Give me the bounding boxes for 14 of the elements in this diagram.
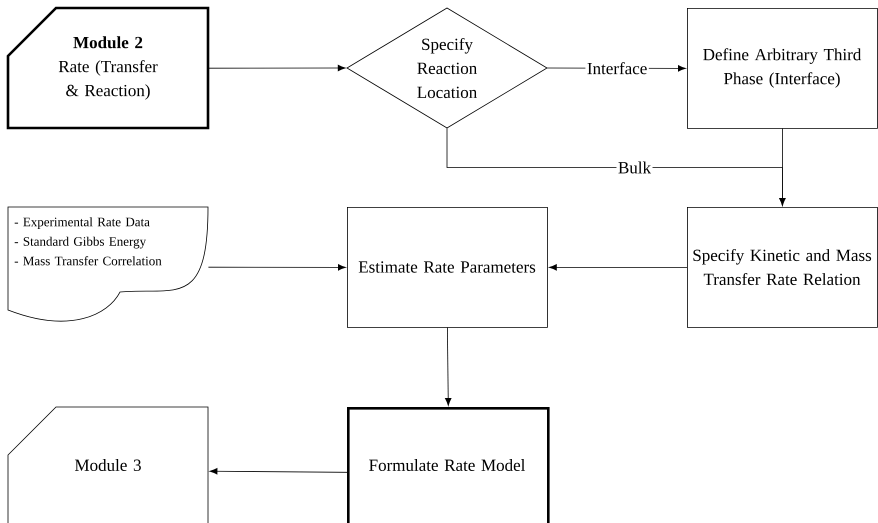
arrow [549, 264, 688, 271]
module-card: Module 3 [8, 406, 208, 523]
arrow [779, 128, 786, 206]
process-box: Estimate Rate Parameters [347, 207, 548, 328]
module-card: Module 2 Rate (Transfer & Reaction) [6, 6, 210, 130]
edge-label: Interface [585, 60, 649, 76]
process-box: Formulate Rate Model [347, 407, 550, 523]
edge-label: Bulk [616, 160, 653, 175]
arrow [445, 327, 452, 406]
process-box: Define Arbitrary Third Phase (Interface) [687, 8, 878, 129]
arrow [208, 64, 346, 72]
arrow [210, 468, 348, 474]
process-box: Specify Kinetic and Mass Transfer Rate Relation [687, 207, 878, 328]
arrow [208, 264, 346, 271]
